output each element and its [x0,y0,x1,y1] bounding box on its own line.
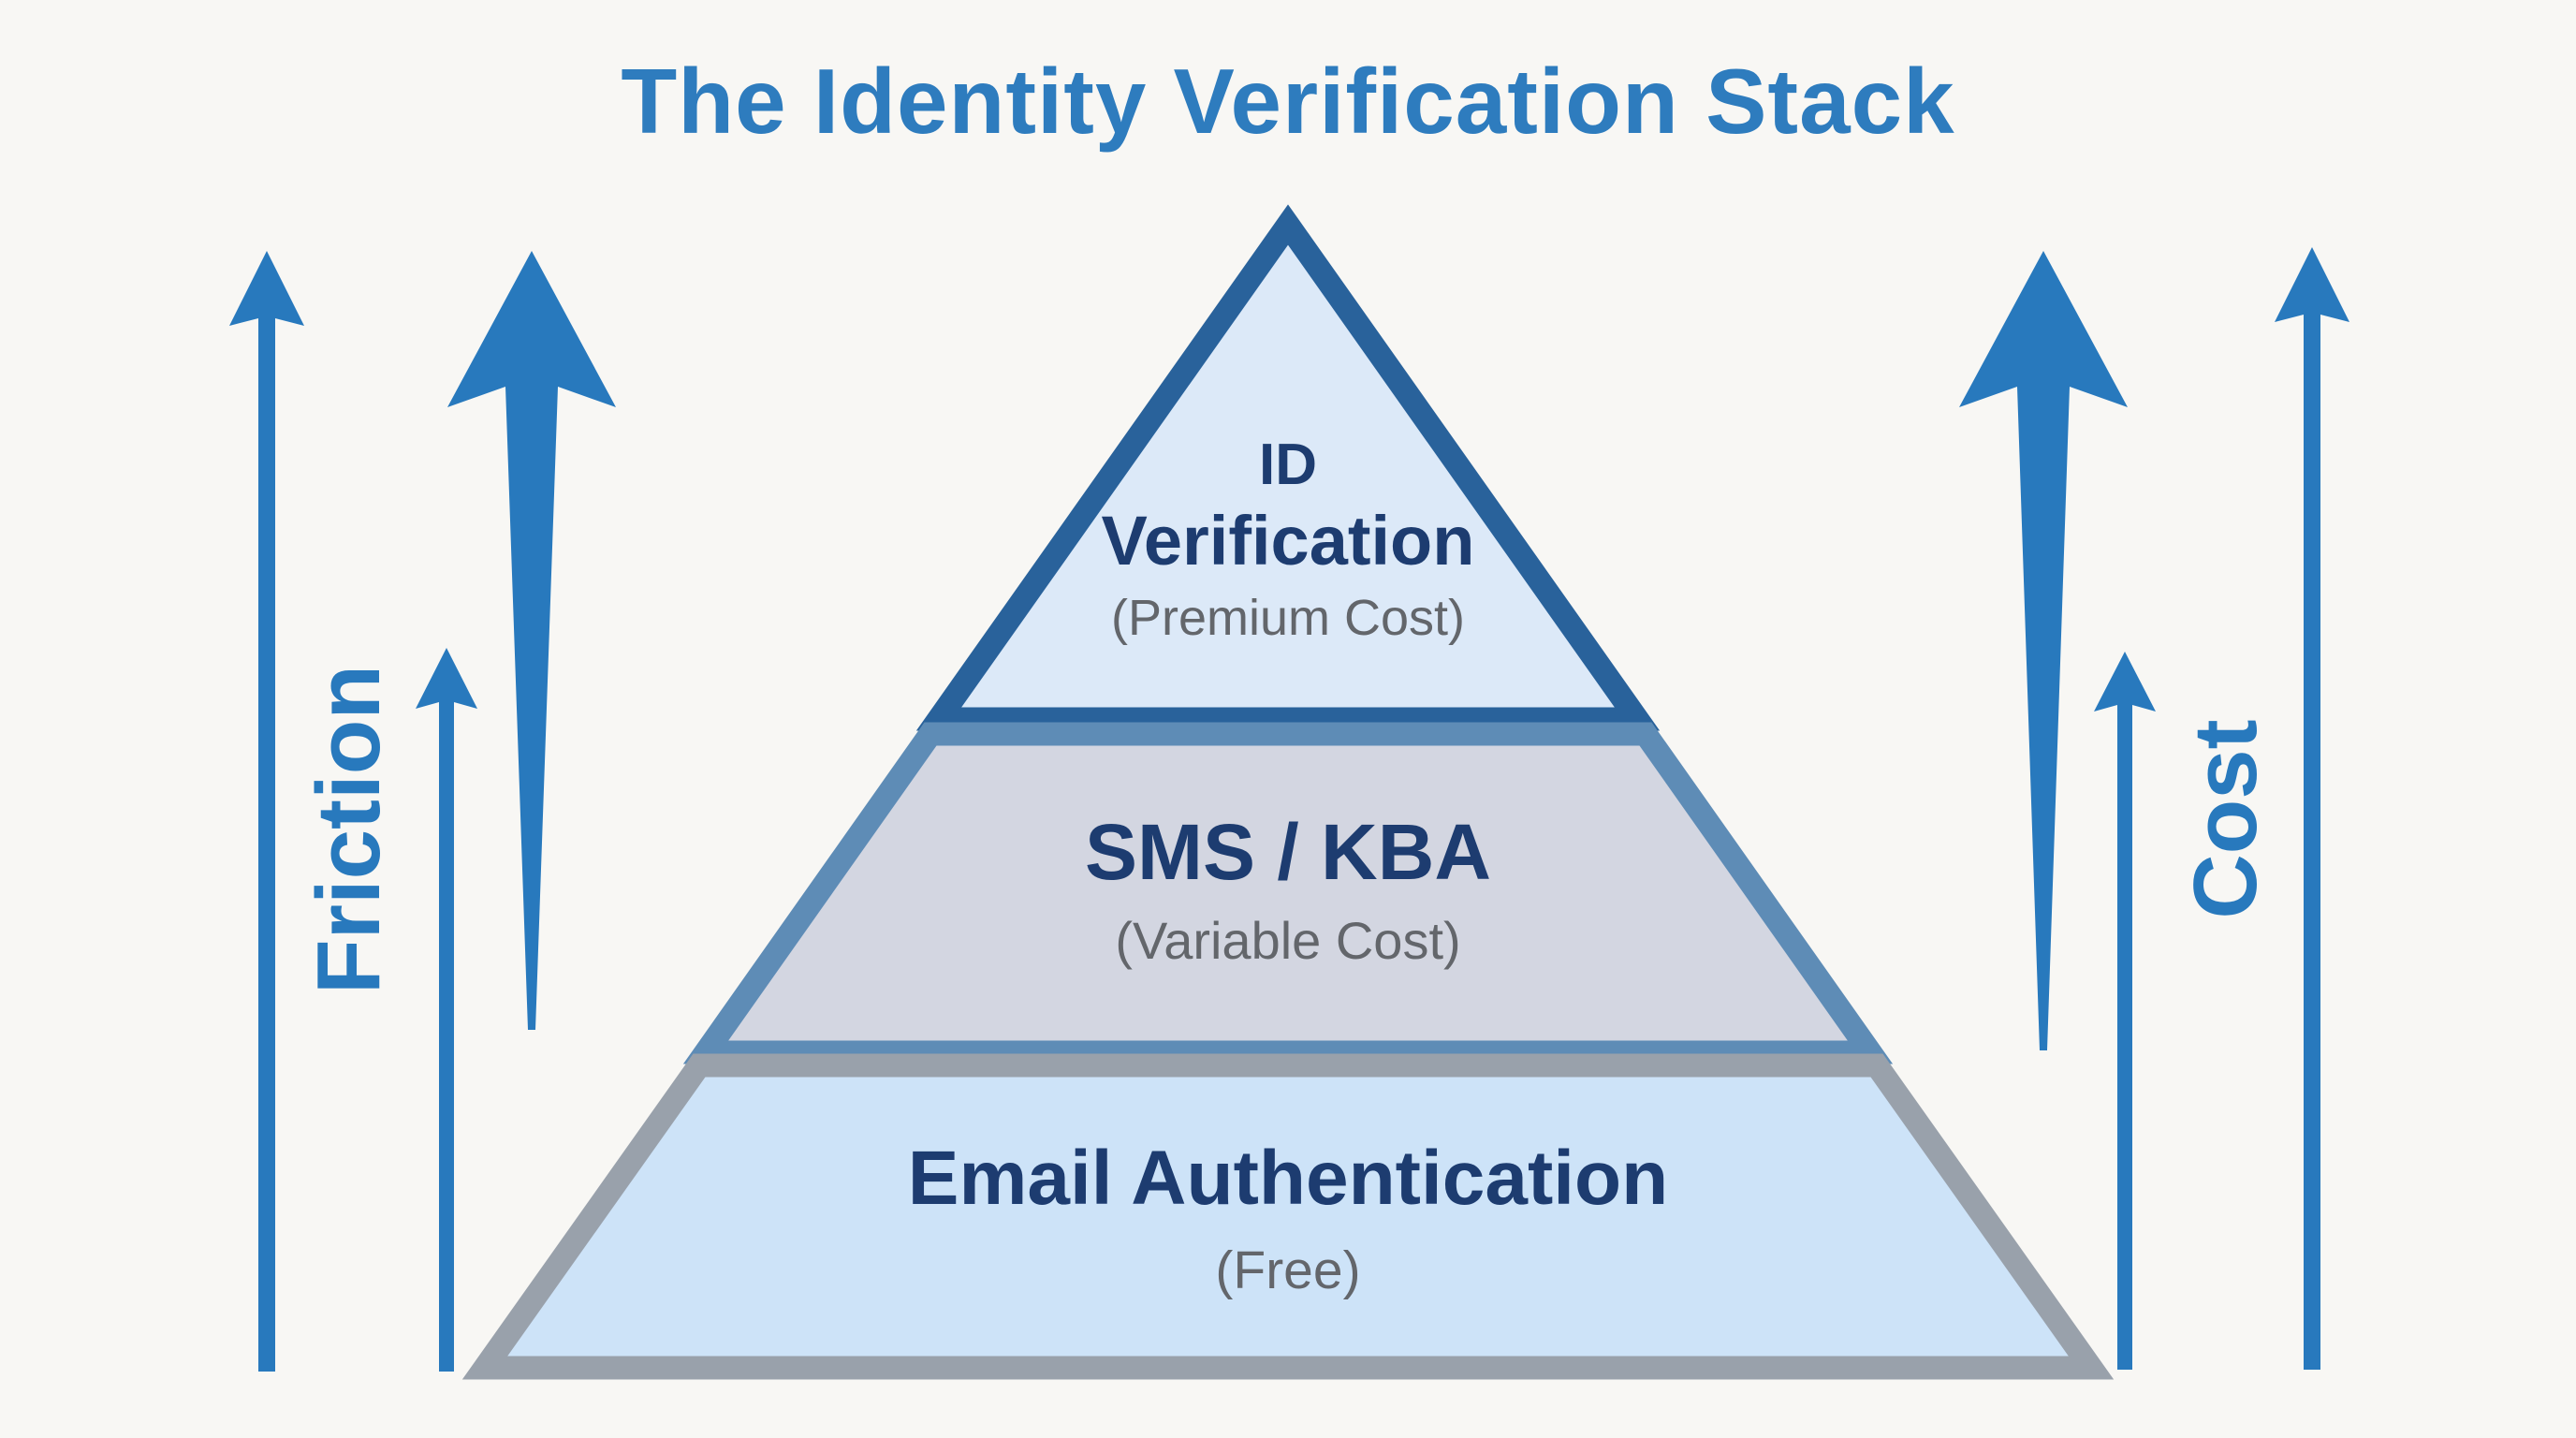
tier-id-verification-shape [915,204,1661,731]
friction-arrow-large-spike-icon [447,251,616,1030]
tier2-title: SMS / KBA [1084,808,1492,896]
friction-axis-label: Friction [299,665,399,994]
tier1-cost-label: (Premium Cost) [1110,590,1466,646]
friction-arrow-thin-tall-icon [229,251,304,1372]
tier1-title-line1: ID [1259,433,1317,497]
friction-arrow-small-icon [416,648,477,1372]
cost-axis-label: Cost [2175,719,2276,919]
tier-email-authentication-shape [461,1053,2115,1380]
page-title: The Identity Verification Stack [621,50,1955,153]
tier2-cost-label: (Variable Cost) [1115,911,1461,970]
tier3-title: Email Authentication [907,1136,1669,1221]
tier3-cost-label: (Free) [1215,1240,1361,1300]
cost-arrow-thin-tall-icon [2275,247,2349,1370]
tier-sms-kba-shape [682,722,1894,1064]
tier-email-authentication-text: Email Authentication (Free) [820,1135,1756,1305]
tier-id-verification-text: ID Verification (Premium Cost) [1007,429,1569,650]
cost-arrow-small-icon [2094,652,2156,1370]
tier1-title-line2: Verification [1101,502,1475,580]
cost-arrow-large-spike-icon [1959,251,2128,1050]
tier-sms-kba-text: SMS / KBA (Variable Cost) [914,807,1662,976]
